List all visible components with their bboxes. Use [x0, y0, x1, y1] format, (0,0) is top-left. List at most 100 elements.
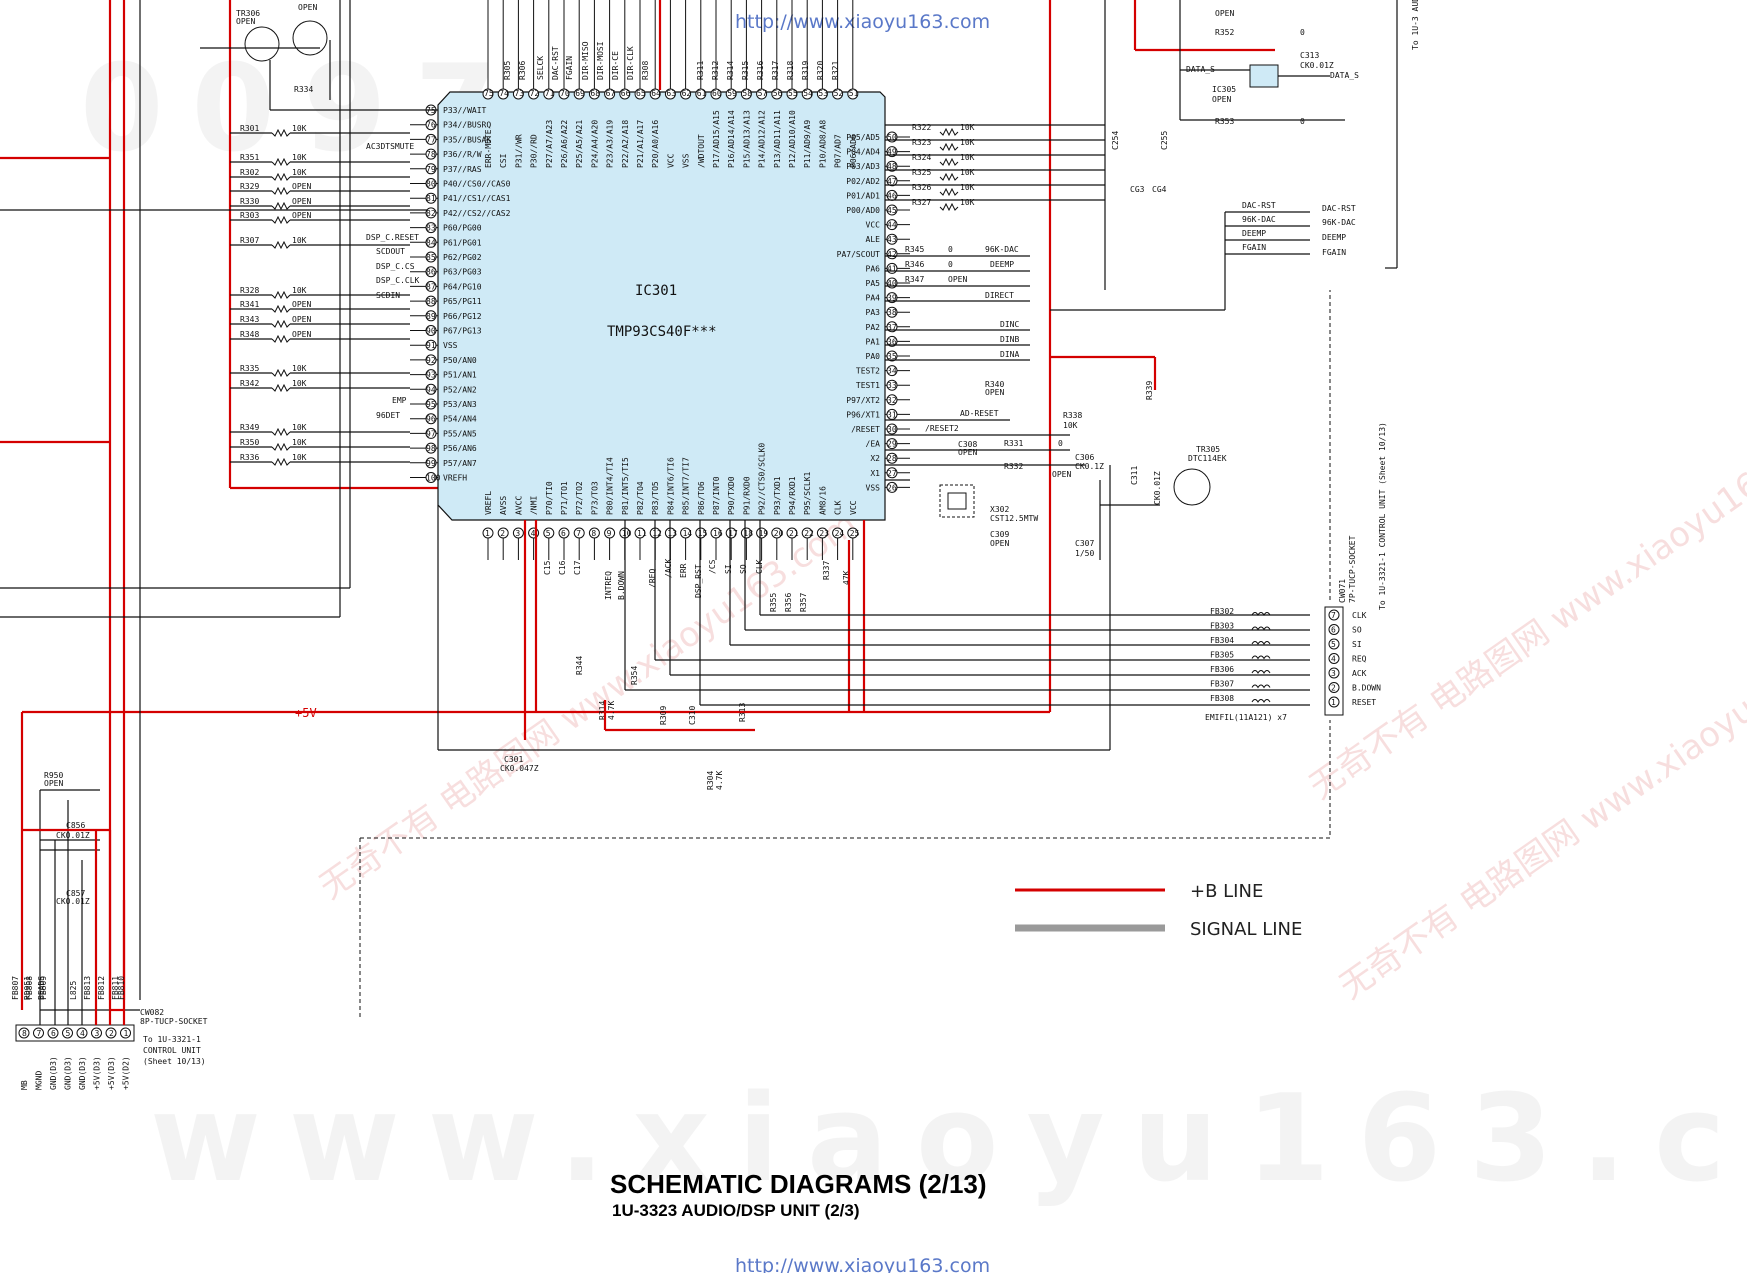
- url-bottom[interactable]: http://www.xiaoyu163.com: [735, 1255, 990, 1273]
- ic301-part: TMP93CS40F***: [607, 324, 717, 340]
- ic301-top-pins: 75ERR-MUTE74CSI73P31//WR72P30//RD71P27/A…: [482, 0, 859, 168]
- net-emp: EMP: [392, 396, 407, 405]
- cw082-area: CW082 8P-TUCP-SOCKET To 1U-3321-1 CONTRO…: [15, 789, 208, 1066]
- ic-bottom-pin-num: 5: [546, 529, 551, 538]
- right-resistor-ref: R325: [912, 168, 931, 177]
- ic-right-pin-num: 30: [887, 425, 897, 434]
- ic-right-pin-num: 35: [887, 352, 897, 361]
- ic-left-pin: [425, 178, 437, 189]
- cw071-signal-lines: [359, 290, 1344, 1020]
- ic-right-pin-name: PA3: [866, 308, 881, 317]
- ic-bottom-pin-num: 3: [515, 529, 520, 538]
- ic-left-pin-name: P51/AN1: [443, 371, 477, 380]
- ic-bottom-pin-num: 13: [667, 529, 677, 538]
- ic-left-pin: [425, 354, 437, 366]
- x302-val: CST12.5MTW: [990, 514, 1038, 523]
- c310-ref: C310: [688, 706, 697, 725]
- cw082-pin-num: 5: [66, 1029, 71, 1038]
- ic-bottom-pin-num: 24: [835, 529, 845, 538]
- open-label: OPEN: [1215, 9, 1234, 18]
- net-dsp-c-clk: DSP_C.CLK: [376, 276, 420, 285]
- left-resistor: [271, 172, 291, 182]
- cw071-pin-name: B.DOWN: [1352, 684, 1381, 693]
- ic-bottom-pin-num: 23: [819, 529, 829, 538]
- net-scdout: SCDOUT: [376, 247, 405, 256]
- url-top[interactable]: http://www.xiaoyu163.com: [735, 11, 990, 33]
- ic-left-pin-num: 88: [426, 297, 436, 306]
- ic-top-pin-name: P13/AD11/A11: [773, 110, 782, 168]
- cw082-pin: [33, 1027, 44, 1039]
- ic-left-pin: [425, 442, 437, 454]
- ic-bottom-pin-name: P71/TO1: [560, 481, 569, 515]
- left-resistor: [271, 319, 291, 329]
- ic-right-pin-name: /RESET: [851, 425, 880, 434]
- x302-symbol: [939, 484, 975, 518]
- ic-left-pin-name: P33//WAIT: [443, 106, 487, 115]
- ic-top-pin-num: 54: [803, 89, 813, 98]
- cw082-part-label: CK0.01Z: [56, 831, 90, 840]
- top-net-label: DIR-CE: [611, 51, 620, 80]
- left-black-wires: [0, 0, 432, 1000]
- ic-left-pin: [425, 266, 437, 278]
- ic-bottom-pin-num: 17: [728, 529, 738, 538]
- ic-right-pin-name: PA6: [866, 264, 881, 273]
- ic-right-pin-name: VCC: [866, 221, 881, 230]
- ic305-val: OPEN: [1212, 95, 1231, 104]
- ic-right-pin-name: ALE: [866, 235, 881, 244]
- ic-top-pin-num: 68: [590, 89, 600, 98]
- ic-top-pin-num: 63: [666, 89, 676, 98]
- ic-bottom-pin-num: 6: [561, 529, 566, 538]
- net-96det: 96DET: [376, 411, 400, 420]
- cw082-part-label: R950: [44, 771, 63, 780]
- ic-top-pin-name: P12/AD10/A10: [788, 110, 797, 168]
- ic-right-pin-num: 38: [887, 308, 897, 317]
- left-resistor-ref: R336: [240, 453, 259, 462]
- right-resistor-val: 10K: [960, 168, 975, 177]
- cw082-body: [15, 1024, 135, 1042]
- page-title: SCHEMATIC DIAGRAMS (2/13): [610, 1169, 987, 1199]
- dac-out-3: FGAIN: [1322, 248, 1346, 257]
- ic-top-pin-name: P17/AD15/A15: [712, 110, 721, 168]
- ic-top-pin-name: P31//WR: [514, 134, 523, 168]
- net-dsp-c-reset: DSP_C.RESET: [366, 233, 419, 242]
- ic-right-pin-name: PA0: [866, 352, 881, 361]
- net-direct: DIRECT: [985, 291, 1014, 300]
- ic-left-pin-name: P65/PG11: [443, 297, 482, 306]
- c311-ref: C311: [1130, 466, 1139, 485]
- ic-bottom-pin-name: P93/TXD1: [773, 476, 782, 515]
- ic-top-pin-name: VCC: [666, 153, 675, 168]
- ic-bottom-pin-name: P91/RXD0: [742, 476, 751, 515]
- c307-ref: C307: [1075, 539, 1094, 548]
- right-resistor-ref: R326: [912, 183, 931, 192]
- ic-bottom-pin-num: 14: [683, 529, 693, 538]
- left-resistor-ref: R301: [240, 124, 259, 133]
- cw082-pin: [105, 1027, 117, 1039]
- ic-bottom-pin-name: AVCC: [514, 496, 523, 515]
- r339-ref: R339: [1145, 381, 1154, 400]
- left-resistor-ref: R351: [240, 153, 259, 162]
- dac-out-2: DEEMP: [1322, 233, 1346, 242]
- legend-signal-line-label: SIGNAL LINE: [1190, 919, 1302, 940]
- ic-bottom-pin-name: VREFL: [484, 491, 493, 515]
- ic-top-pin-num: 71: [545, 89, 555, 98]
- left-resistor: [271, 240, 291, 250]
- ic-left-pin-name: P55/AN5: [443, 429, 477, 438]
- ic-left-pin-num: 89: [426, 312, 436, 321]
- cw071-pin-name: CLK: [1352, 611, 1367, 620]
- ic-left-pin: [425, 119, 437, 131]
- ic-right-pin-num: 33: [887, 381, 897, 390]
- ic-right-pin-num: 37: [887, 323, 897, 332]
- r357-ref: R357: [799, 593, 808, 612]
- left-resistor: [271, 442, 291, 452]
- ic-right-pin-num: 26: [887, 483, 897, 492]
- top-net-label: DIR-MOSI: [596, 41, 605, 80]
- ic-bottom-pin-num: 18: [743, 529, 753, 538]
- cw071-pin-num: 1: [1331, 698, 1336, 707]
- bottom-area: C301 CK0.047Z +5V R344 R314 4.7K R354 R3…: [295, 465, 1111, 790]
- ic-left-pin-num: 76: [426, 121, 436, 130]
- ic-right-pin-num: 32: [887, 396, 897, 405]
- right-resistor-val: 10K: [960, 198, 975, 207]
- ic-right-pin: [886, 452, 898, 464]
- ic-left-pin-name: P36//R/W: [443, 150, 482, 159]
